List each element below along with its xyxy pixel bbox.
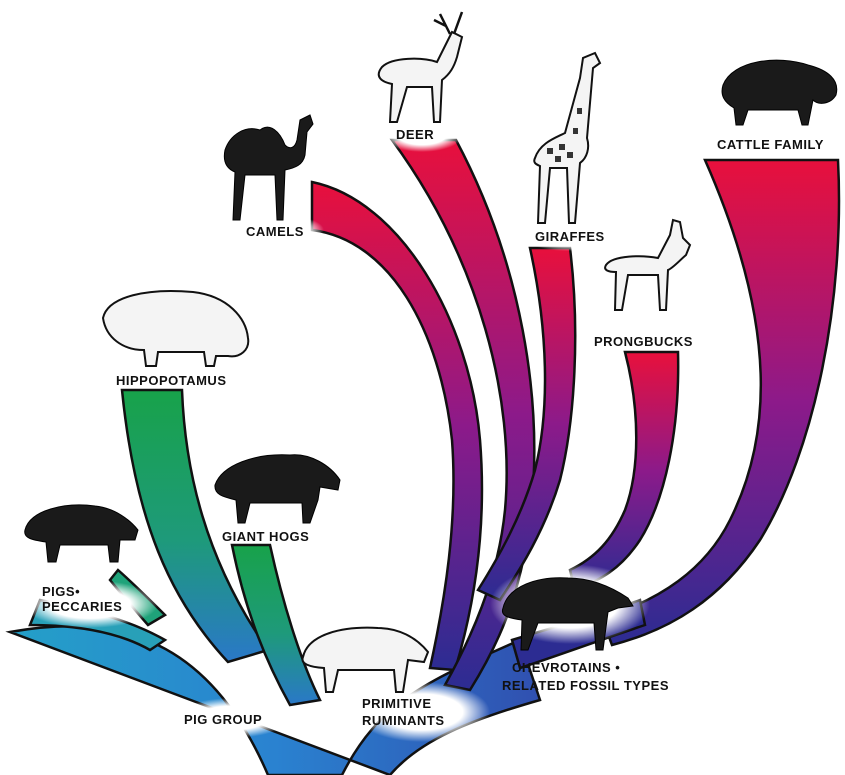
label-primitive: PRIMITIVE: [362, 696, 432, 711]
cattle-illustration: [722, 60, 837, 125]
giant-hog-illustration: [215, 455, 340, 523]
primitive-ruminant-illustration: [302, 628, 428, 692]
deer-illustration: [379, 12, 462, 122]
branch-prongbucks: [570, 352, 678, 590]
branch-camels: [312, 182, 482, 670]
label-giant-hogs: GIANT HOGS: [222, 529, 309, 544]
prongbuck-illustration: [605, 220, 690, 310]
camel-illustration: [224, 115, 313, 220]
peccary-illustration: [25, 505, 138, 562]
label-ruminants: RUMINANTS: [362, 713, 445, 728]
label-hippopotamus: HIPPOPOTAMUS: [116, 373, 227, 388]
label-pig-group: PIG GROUP: [184, 712, 262, 727]
label-pigs: PIGS•: [42, 584, 80, 599]
label-related-fossil-types: RELATED FOSSIL TYPES: [502, 678, 669, 693]
label-camels: CAMELS: [246, 224, 304, 239]
label-giraffes: GIRAFFES: [535, 229, 605, 244]
hippopotamus-illustration: [103, 291, 248, 366]
label-deer: DEER: [396, 127, 434, 142]
label-peccaries: PECCARIES: [42, 599, 122, 614]
label-cattle-family: CATTLE FAMILY: [717, 137, 824, 152]
label-chevrotains: CHEVROTAINS •: [512, 660, 620, 675]
giraffe-illustration: [534, 53, 600, 223]
label-prongbucks: PRONGBUCKS: [594, 334, 693, 349]
